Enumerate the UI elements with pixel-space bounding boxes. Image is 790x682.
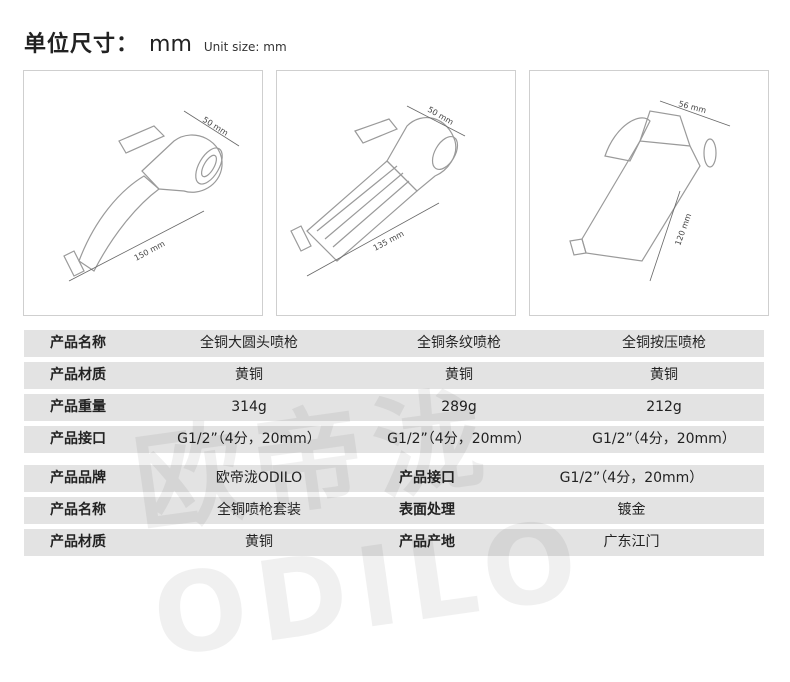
info-label: 产品接口 bbox=[399, 470, 455, 486]
info-value: 全铜喷枪套装 bbox=[217, 502, 301, 518]
spec-label: 产品名称 bbox=[50, 335, 106, 351]
sprayer-striped-drawing: 50 mm 135 mm bbox=[290, 105, 466, 277]
info-row-material: 产品材质 黄铜 产品产地 广东江门 bbox=[24, 529, 764, 556]
unit-label: mm bbox=[149, 32, 192, 57]
page-header: 单位尺寸： mm Unit size: mm bbox=[24, 26, 287, 60]
spec-row-material: 产品材质 黄铜 黄铜 黄铜 bbox=[24, 362, 764, 389]
product-image-2: 50 mm 135 mm bbox=[276, 70, 516, 316]
info-value: 欧帝泷ODILO bbox=[215, 470, 303, 486]
product-image-1: 50 mm 150 mm bbox=[23, 70, 263, 316]
info-label: 产品材质 bbox=[50, 534, 106, 550]
info-value: G1/2”（4分，20mm） bbox=[559, 470, 704, 486]
product-image-3: 56 mm 120 mm bbox=[529, 70, 769, 316]
dim-length-2: 135 mm bbox=[372, 229, 406, 253]
spec-value: 全铜按压喷枪 bbox=[622, 335, 706, 351]
spec-value: 黄铜 bbox=[235, 367, 263, 383]
spec-row-interface: 产品接口 G1/2”（4分，20mm） G1/2”（4分，20mm） G1/2”… bbox=[24, 426, 764, 453]
spec-label: 产品重量 bbox=[50, 399, 106, 415]
spec-row-name: 产品名称 全铜大圆头喷枪 全铜条纹喷枪 全铜按压喷枪 bbox=[24, 330, 764, 357]
dim-head-1: 50 mm bbox=[201, 115, 230, 138]
unit-subtitle: Unit size: mm bbox=[203, 40, 287, 54]
spec-value: 全铜大圆头喷枪 bbox=[200, 335, 298, 351]
spec-value: G1/2”（4分，20mm） bbox=[387, 431, 531, 447]
spec-value: 全铜条纹喷枪 bbox=[417, 335, 501, 351]
info-value: 镀金 bbox=[617, 502, 646, 518]
spec-value: G1/2”（4分，20mm） bbox=[177, 431, 321, 447]
sprayer-push-drawing: 56 mm 120 mm bbox=[569, 99, 731, 282]
info-label: 产品品牌 bbox=[50, 470, 106, 486]
spec-value: 黄铜 bbox=[650, 367, 678, 383]
info-row-brand: 产品品牌 欧帝泷ODILO 产品接口 G1/2”（4分，20mm） bbox=[24, 465, 764, 492]
info-value: 广东江门 bbox=[603, 534, 660, 550]
info-row-name: 产品名称 全铜喷枪套装 表面处理 镀金 bbox=[24, 497, 764, 524]
info-label: 表面处理 bbox=[399, 502, 455, 518]
info-label: 产品名称 bbox=[50, 502, 106, 518]
page-title: 单位尺寸： bbox=[24, 32, 140, 57]
spec-row-weight: 产品重量 314g 289g 212g bbox=[24, 394, 764, 421]
spec-value: 314g bbox=[231, 399, 267, 415]
spec-value: G1/2”（4分，20mm） bbox=[592, 431, 736, 447]
spec-value: 289g bbox=[441, 399, 477, 415]
spec-label: 产品接口 bbox=[50, 431, 106, 447]
info-value: 黄铜 bbox=[245, 534, 273, 550]
dim-length-1: 150 mm bbox=[133, 239, 167, 263]
spec-value: 212g bbox=[646, 399, 682, 415]
info-label: 产品产地 bbox=[399, 534, 455, 550]
dim-length-3: 120 mm bbox=[673, 212, 693, 247]
spec-value: 黄铜 bbox=[445, 367, 473, 383]
spec-label: 产品材质 bbox=[50, 367, 106, 383]
sprayer-round-head-drawing: 50 mm 150 mm bbox=[63, 110, 240, 282]
